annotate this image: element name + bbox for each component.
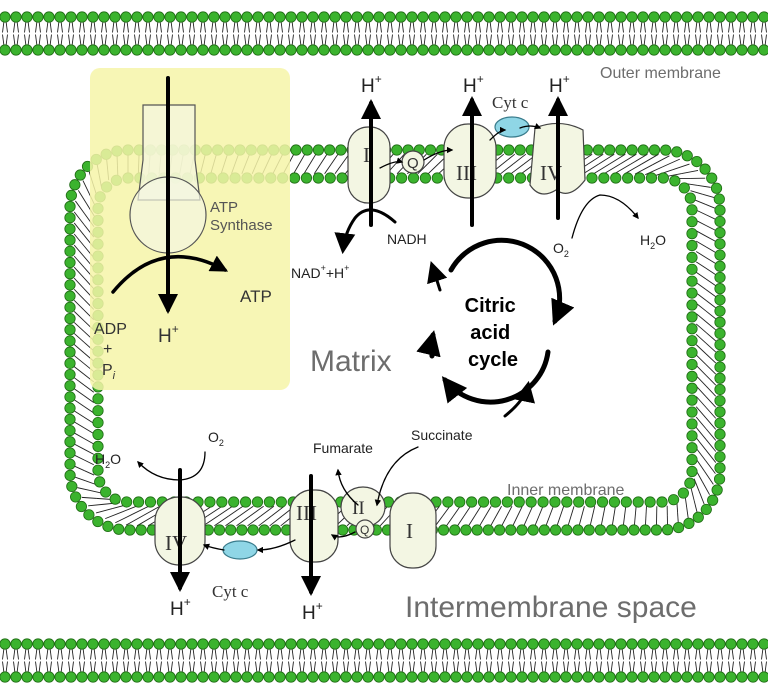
cycle-label: Citric acid cycle xyxy=(465,295,522,371)
fumarate-label: Fumarate xyxy=(313,440,373,456)
bottom-quinone-label: Q xyxy=(360,523,369,537)
bottom-complex-3-shape xyxy=(289,489,339,563)
top-complex-1-label: I xyxy=(363,143,370,167)
atp-proton-label: H+ xyxy=(158,322,179,347)
bottom-proton-3: H+ xyxy=(302,599,323,624)
plus-label: + xyxy=(103,341,112,358)
top-nadh-label: NADH xyxy=(387,231,427,247)
adp-label: ADP xyxy=(94,321,127,338)
outer-membrane-top xyxy=(0,11,768,56)
top-nad-label: NAD++H+ xyxy=(291,263,349,281)
phosphate-label: Pi xyxy=(102,362,116,382)
bottom-proton-4: H+ xyxy=(170,595,191,620)
citric-acid-cycle: Citric acid cycle xyxy=(416,237,575,418)
bottom-electron-transport-chain: IV III II Q I Cyt c H+ H+ Succinate Fuma… xyxy=(95,427,473,624)
atp-synthase: ATP Synthase ATP ADP + Pi H+ xyxy=(94,76,273,382)
bottom-cyt-c-label: Cyt c xyxy=(212,582,249,601)
top-h2o-label: H2O xyxy=(640,232,666,251)
outer-membrane-bottom xyxy=(0,638,768,683)
top-o2-label: O2 xyxy=(553,240,569,259)
top-proton-3: H+ xyxy=(463,72,484,97)
inner-membrane-label: Inner membrane xyxy=(507,482,624,499)
intermembrane-space-label: Intermembrane space xyxy=(405,591,697,624)
bottom-complex-3-label: III xyxy=(296,501,317,525)
top-proton-1: H+ xyxy=(361,72,382,97)
bottom-complex-1-shape xyxy=(389,492,437,569)
top-electron-transport-chain: I Q III IV Cyt c H+ H+ H+ NADH NAD++H+ O… xyxy=(291,72,666,281)
bottom-complex-1-label: I xyxy=(406,519,413,543)
outer-membrane-label: Outer membrane xyxy=(600,65,721,82)
succinate-label: Succinate xyxy=(411,427,473,443)
bottom-o2-label: O2 xyxy=(208,429,224,448)
top-cyt-c-label: Cyt c xyxy=(492,93,529,112)
bottom-cyt-c-shape xyxy=(222,540,258,560)
atp-synthase-label: ATP Synthase xyxy=(210,199,273,234)
atp-product-label: ATP xyxy=(240,287,272,306)
bottom-complex-4-label: IV xyxy=(165,531,187,555)
bottom-quinone-shape xyxy=(355,519,375,539)
top-proton-4: H+ xyxy=(549,72,570,97)
matrix-label: Matrix xyxy=(310,345,392,378)
top-quinone-label: Q xyxy=(407,155,419,172)
bottom-h2o-label: H2O xyxy=(95,451,121,470)
